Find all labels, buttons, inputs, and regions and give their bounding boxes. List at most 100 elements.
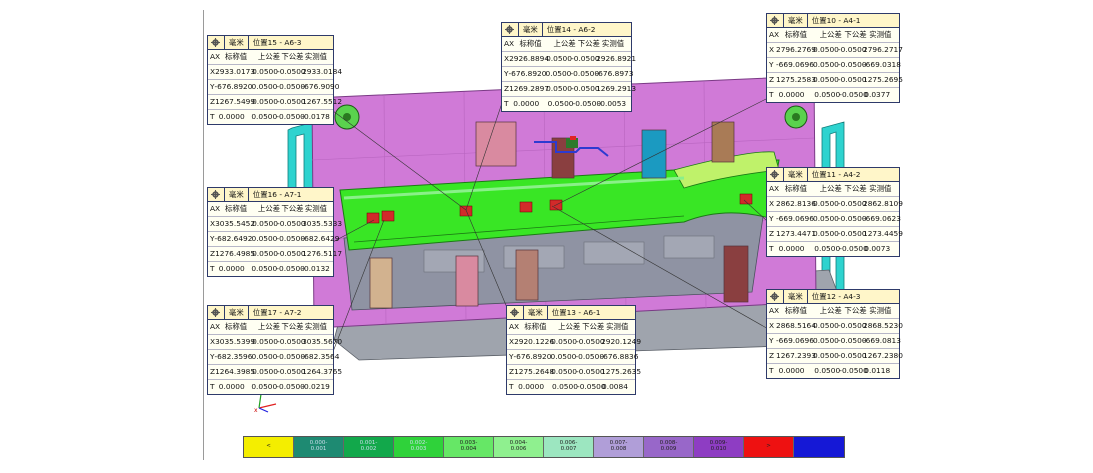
unit-label: 毫米 bbox=[783, 168, 808, 181]
position-title: 位置13 - A6-1 bbox=[551, 307, 601, 317]
cell: 0.0500 bbox=[251, 352, 278, 362]
cell: Z bbox=[210, 97, 216, 107]
legend-swatch: 0.008- 0.009 bbox=[644, 437, 694, 457]
cell: Z bbox=[509, 367, 515, 377]
column-header: 实测值 bbox=[304, 52, 327, 62]
cell: 2862.8136 bbox=[776, 199, 816, 209]
cell: 0.0500 bbox=[550, 352, 577, 362]
cell: T bbox=[210, 112, 215, 122]
cell: -0.0132 bbox=[301, 264, 330, 274]
svg-text:x: x bbox=[254, 407, 258, 414]
column-header: AX bbox=[769, 184, 780, 194]
cell: -0.0500 bbox=[839, 90, 868, 100]
gear-icon[interactable] bbox=[210, 37, 221, 48]
cell: 1273.4471 bbox=[776, 229, 816, 239]
gear-icon[interactable] bbox=[509, 307, 520, 318]
gear-icon[interactable] bbox=[210, 307, 221, 318]
cell: 1267.2380 bbox=[863, 351, 903, 361]
cell: -0.0053 bbox=[597, 99, 627, 109]
cell: 2920.1249 bbox=[601, 337, 642, 347]
column-header: 实测值 bbox=[606, 322, 629, 332]
clamp-blocks bbox=[369, 121, 749, 309]
cell: 0.0000 bbox=[218, 264, 245, 274]
gear-icon[interactable] bbox=[769, 169, 780, 180]
cell: 0.0118 bbox=[864, 366, 891, 376]
cell: 0.0500 bbox=[252, 219, 278, 229]
cell: 0.0500 bbox=[814, 90, 841, 100]
cell: Y bbox=[769, 60, 774, 70]
cell: -669.0813 bbox=[863, 336, 901, 346]
cell: -0.0219 bbox=[301, 382, 330, 392]
cell: -0.0500 bbox=[276, 382, 305, 392]
cell: -0.0500 bbox=[838, 45, 867, 55]
cell: Z bbox=[769, 351, 775, 361]
legend-swatch: 0.000- 0.001 bbox=[294, 437, 344, 457]
cell: T bbox=[504, 99, 509, 109]
cell: 1269.2897 bbox=[509, 84, 550, 94]
cell: 2796.2717 bbox=[863, 45, 903, 55]
cell: 0.0500 bbox=[813, 229, 839, 239]
column-header: 标称值 bbox=[784, 184, 808, 194]
cell: 1275.2695 bbox=[863, 75, 903, 85]
cell: 2796.2769 bbox=[776, 45, 816, 55]
legend-swatch: 0.009- 0.010 bbox=[694, 437, 744, 457]
cell: Y bbox=[210, 82, 215, 92]
cell: -682.3596 bbox=[214, 352, 253, 362]
cell: 1276.5117 bbox=[302, 249, 343, 259]
datum-markers bbox=[334, 104, 808, 130]
column-header: 下公差 bbox=[844, 30, 867, 40]
cell: T bbox=[769, 244, 774, 254]
cell: 0.0500 bbox=[814, 244, 841, 254]
cell: 3035.5333 bbox=[302, 219, 343, 229]
gear-icon[interactable] bbox=[210, 189, 221, 200]
xyz-axis-icon: x bbox=[254, 393, 277, 414]
cell: 0.0000 bbox=[218, 112, 245, 122]
cell: -676.8973 bbox=[595, 69, 634, 79]
cell: -0.0500 bbox=[277, 249, 306, 259]
gear-icon[interactable] bbox=[769, 291, 780, 302]
column-header: 上公差 bbox=[257, 204, 281, 214]
cell: 2926.8894 bbox=[509, 54, 550, 64]
unit-label: 毫米 bbox=[518, 23, 543, 36]
column-header: 标称值 bbox=[225, 204, 248, 214]
column-header: 实测值 bbox=[304, 204, 327, 214]
gear-icon[interactable] bbox=[769, 15, 780, 26]
cell: 0.0500 bbox=[813, 199, 839, 209]
column-header: 标称值 bbox=[524, 322, 547, 332]
unit-label: 毫米 bbox=[224, 188, 249, 201]
cell: -0.0500 bbox=[576, 337, 605, 347]
cell: 1273.4459 bbox=[863, 229, 903, 239]
column-header: 下公差 bbox=[281, 204, 304, 214]
cell: Y bbox=[769, 214, 774, 224]
cell: T bbox=[210, 264, 215, 274]
cell: 0.0500 bbox=[813, 45, 839, 55]
fixture-3d-model[interactable]: x bbox=[204, 10, 909, 460]
cell: 0.0084 bbox=[602, 382, 628, 392]
cell: 0.0000 bbox=[778, 366, 805, 376]
cell: 2920.1226 bbox=[514, 337, 555, 347]
cell: -669.0696 bbox=[776, 214, 814, 224]
cell: -0.0500 bbox=[571, 54, 600, 64]
column-header: 实测值 bbox=[304, 322, 327, 332]
gear-icon[interactable] bbox=[504, 24, 515, 35]
cell: T bbox=[769, 366, 774, 376]
